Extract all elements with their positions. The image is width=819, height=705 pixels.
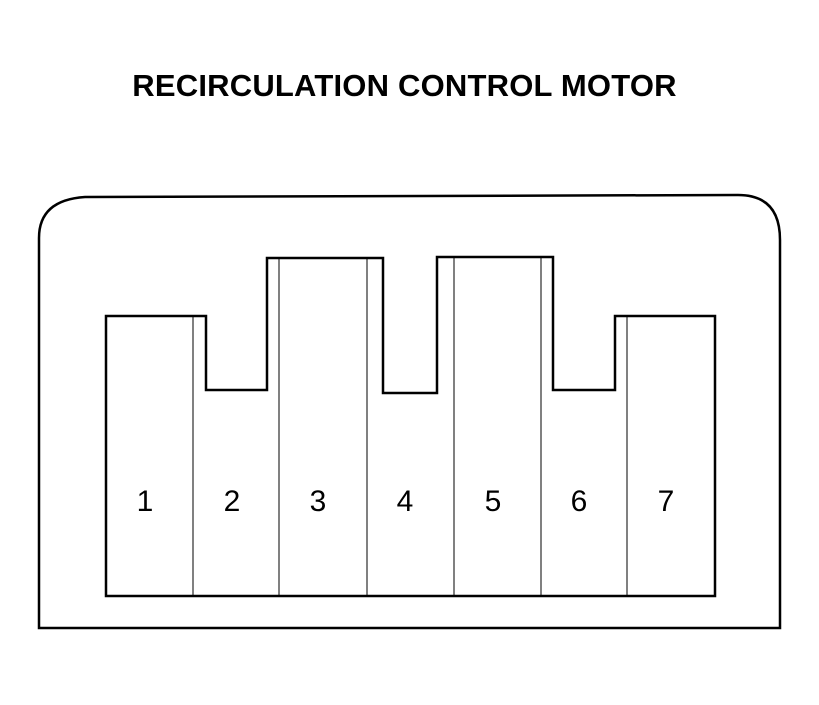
connector-housing	[37, 193, 782, 630]
terminal-6-label: 6	[571, 485, 588, 518]
connector-face	[104, 255, 717, 598]
diagram-title: RECIRCULATION CONTROL MOTOR	[132, 68, 677, 103]
terminal-1-label: 1	[137, 485, 154, 518]
terminal-3-label: 3	[310, 485, 327, 518]
terminal-4-label: 4	[397, 485, 414, 518]
terminal-7-label: 7	[658, 485, 675, 518]
terminal-2-label: 2	[224, 485, 241, 518]
terminal-5-label: 5	[485, 485, 502, 518]
